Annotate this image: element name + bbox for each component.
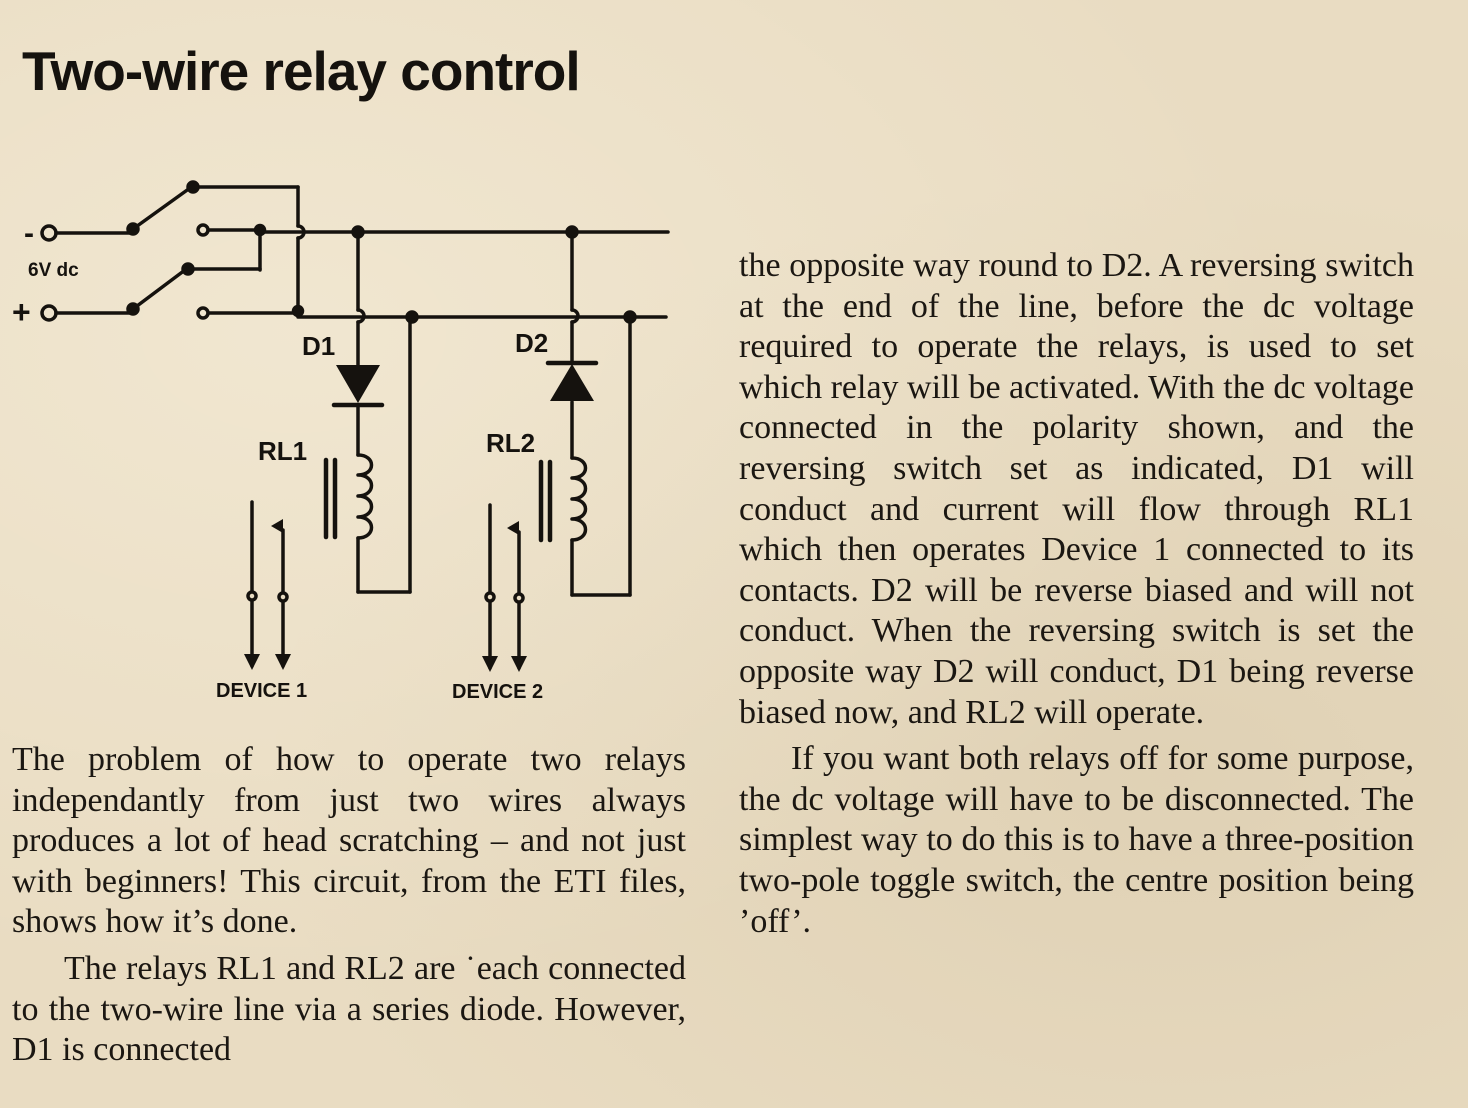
minus-terminal bbox=[40, 224, 58, 242]
article-title: Two-wire relay control bbox=[22, 40, 581, 102]
plus-terminal-label: + bbox=[12, 294, 31, 330]
rl2-label: RL2 bbox=[486, 428, 535, 458]
d2-label: D2 bbox=[515, 328, 548, 358]
minus-terminal-label: - bbox=[24, 217, 34, 250]
paragraph-reversing-switch: the opposite way round to D2. A reversin… bbox=[739, 247, 1414, 731]
relay-circuit-diagram: - + 6V dc bbox=[12, 180, 670, 703]
supply-voltage-label: 6V dc bbox=[28, 260, 79, 281]
relay-coil-rl2 bbox=[538, 456, 588, 543]
relay-branch-2 bbox=[565, 225, 637, 597]
device-2-contacts bbox=[482, 503, 527, 672]
left-column: The problem of how to operate two relays… bbox=[12, 740, 686, 1071]
relay-branch-1 bbox=[351, 225, 419, 594]
paragraph-intro: The problem of how to operate two relays… bbox=[12, 741, 686, 941]
device-2-label: DEVICE 2 bbox=[452, 681, 543, 703]
device-1-contacts bbox=[244, 500, 291, 670]
device-1-label: DEVICE 1 bbox=[216, 680, 307, 702]
rl1-label: RL1 bbox=[258, 436, 307, 466]
diode-d1 bbox=[331, 365, 385, 408]
diode-d2 bbox=[545, 360, 599, 401]
plus-terminal bbox=[40, 304, 58, 322]
d1-label: D1 bbox=[302, 331, 335, 361]
right-column: the opposite way round to D2. A reversin… bbox=[739, 246, 1414, 942]
reversing-switch bbox=[54, 180, 306, 320]
paragraph-relays: The relays RL1 and RL2 are ˙each connect… bbox=[12, 949, 686, 1069]
relay-coil-rl1 bbox=[323, 453, 374, 540]
paragraph-both-off: If you want both relays off for some pur… bbox=[739, 740, 1414, 940]
